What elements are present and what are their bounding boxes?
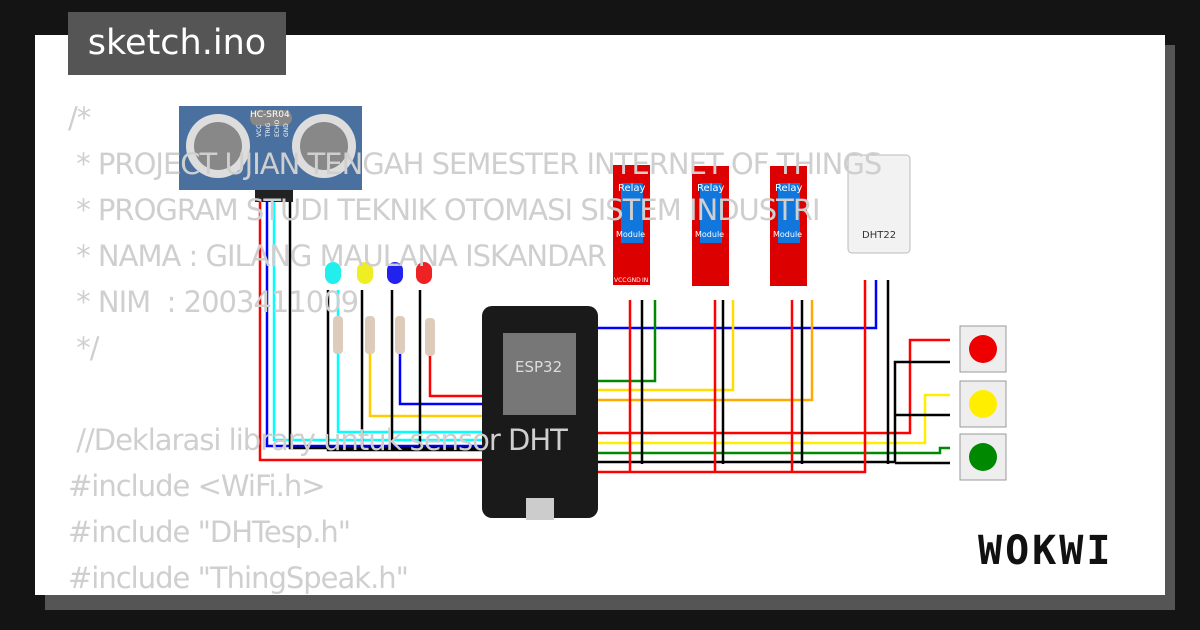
circuit-diagram: HC-SR04 VCC TRIG ECHO GND ESP32	[179, 106, 1007, 520]
code-line: */	[68, 331, 99, 365]
code-line: * NIM : 2003411009	[68, 285, 359, 319]
relay-label: Relay	[697, 183, 725, 194]
relay-module: Relay Module	[692, 166, 729, 286]
relay-pin-in: IN	[642, 277, 648, 284]
leds	[325, 262, 435, 356]
pin-label-echo: ECHO	[274, 120, 281, 137]
led-yellow	[357, 262, 373, 284]
esp32-label: ESP32	[515, 358, 562, 376]
pin-label-vcc: VCC	[256, 125, 263, 137]
relay-label: Relay	[775, 183, 803, 194]
relay-sub-label: Module	[773, 230, 802, 239]
dht22-label: DHT22	[862, 230, 896, 241]
code-line: * NAMA : GILANG MAULANA ISKANDAR	[68, 239, 607, 273]
relay-module: Relay Module	[770, 166, 807, 286]
relay-pin-vcc: VCC	[614, 277, 626, 284]
code-line: * PROJECT UJIAN TENGAH SEMESTER INTERNET…	[68, 147, 882, 181]
code-line: #include "ThingSpeak.h"	[68, 561, 409, 595]
code-line: //Deklarasi library untuk sensor DHT	[68, 423, 568, 457]
relay-sub-label: Module	[616, 230, 645, 239]
led-red	[416, 262, 432, 284]
code-preview: /* * PROJECT UJIAN TENGAH SEMESTER INTER…	[68, 101, 882, 608]
pin-label-gnd: GND	[283, 123, 290, 137]
hc-sr04-sensor: HC-SR04 VCC TRIG ECHO GND	[179, 106, 362, 202]
relay-pin-gnd: GND	[627, 277, 641, 284]
code-line: /*	[68, 101, 91, 135]
wokwi-logo: WOKWI	[978, 528, 1114, 574]
code-line: * PROGRAM STUDI TEKNIK OTOMASI SISTEM IN…	[68, 193, 820, 227]
dht22-sensor: DHT22	[847, 154, 911, 254]
led-blue	[387, 262, 403, 284]
pushbuttons	[959, 325, 1007, 481]
relay-label: Relay	[618, 183, 646, 194]
relay-modules: Relay Module VCC GND IN Relay Module Rel…	[613, 165, 807, 286]
code-line: #include "DHTesp.h"	[68, 515, 351, 549]
esp32-board: ESP32	[482, 306, 598, 520]
relay-sub-label: Module	[695, 230, 724, 239]
code-line: #include <WiFi.h>	[68, 469, 326, 503]
relay-module: Relay Module VCC GND IN	[613, 165, 650, 285]
pin-label-trig: TRIG	[265, 122, 272, 138]
hc-sr04-label: HC-SR04	[250, 110, 290, 120]
led-cyan	[325, 262, 341, 284]
file-title: sketch.ino	[68, 12, 286, 75]
